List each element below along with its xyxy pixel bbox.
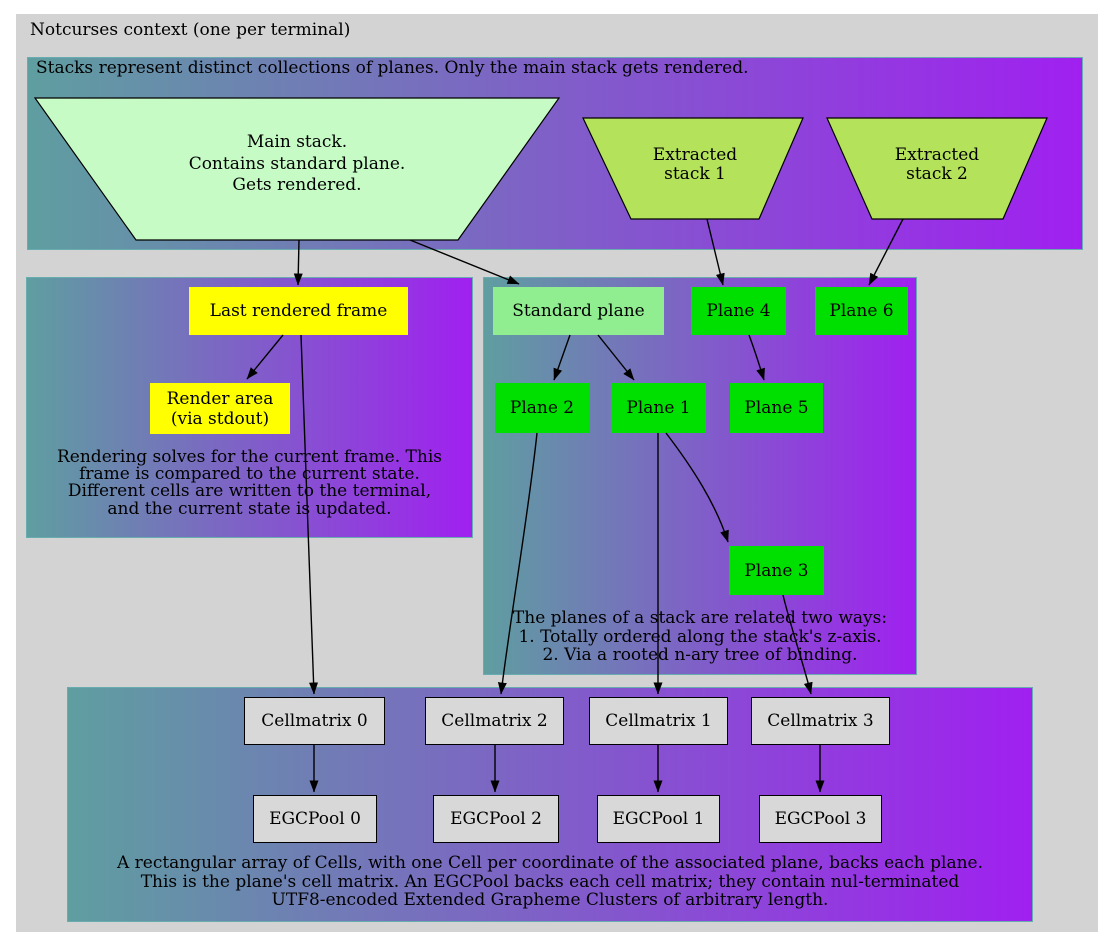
egcpool-1-label: EGCPool 1 xyxy=(612,809,705,829)
main-stack-label-line: Contains standard plane. xyxy=(188,153,406,174)
render-caption: Rendering solves for the current frame. … xyxy=(26,447,473,519)
planes-caption: The planes of a stack are related two wa… xyxy=(483,609,917,665)
render-caption-line: Rendering solves for the current frame. … xyxy=(57,447,442,467)
cells-caption-line: A rectangular array of Cells, with one C… xyxy=(116,853,984,873)
plane-2-label: Plane 2 xyxy=(509,398,575,418)
extracted-stack-2-line: Extracted xyxy=(894,145,980,165)
render-caption-line: Different cells are written to the termi… xyxy=(67,481,432,502)
planes-caption-line: The planes of a stack are related two wa… xyxy=(512,608,888,628)
plane-5-label: Plane 5 xyxy=(744,398,809,418)
egcpool-0-node: EGCPool 0 xyxy=(253,795,377,843)
egcpool-1-node: EGCPool 1 xyxy=(597,795,720,843)
last-rendered-frame-node: Last rendered frame xyxy=(189,287,408,335)
egcpool-2-label: EGCPool 2 xyxy=(450,809,542,829)
egcpool-3-node: EGCPool 3 xyxy=(759,795,882,843)
plane-5-node: Plane 5 xyxy=(730,383,823,433)
render-area-node: Render area (via stdout) xyxy=(150,383,290,434)
render-caption-line: and the current state is updated. xyxy=(107,498,392,519)
extracted-stack-2-line: stack 2 xyxy=(906,163,968,184)
egcpool-2-node: EGCPool 2 xyxy=(433,795,559,843)
planes-caption-line: 2. Via a rooted n-ary tree of binding. xyxy=(542,645,858,665)
extracted-stack-1-label: Extracted stack 1 xyxy=(625,146,765,183)
cells-caption-line: UTF8-encoded Extended Grapheme Clusters … xyxy=(271,890,829,910)
cellmatrix-3-node: Cellmatrix 3 xyxy=(751,697,890,745)
plane-6-label: Plane 6 xyxy=(829,301,894,321)
plane-1-node: Plane 1 xyxy=(611,383,706,433)
cellmatrix-2-label: Cellmatrix 2 xyxy=(441,711,548,731)
plane-4-label: Plane 4 xyxy=(706,301,771,321)
render-area-label-line: (via stdout) xyxy=(170,408,270,429)
plane-1-label: Plane 1 xyxy=(626,398,691,418)
extracted-stack-1-line: Extracted xyxy=(652,145,738,165)
plane-6-node: Plane 6 xyxy=(815,287,908,335)
plane-4-node: Plane 4 xyxy=(691,287,786,335)
main-stack-label-line: Main stack. xyxy=(246,132,348,152)
extracted-stack-2-label: Extracted stack 2 xyxy=(867,146,1007,183)
cells-caption: A rectangular array of Cells, with one C… xyxy=(67,854,1033,910)
render-caption-line: frame is compared to the current state. xyxy=(79,464,420,485)
planes-caption-line: 1. Totally ordered along the stack's z-a… xyxy=(518,626,882,647)
cellmatrix-2-node: Cellmatrix 2 xyxy=(425,697,564,745)
cells-caption-line: This is the plane's cell matrix. An EGCP… xyxy=(140,871,960,892)
plane-2-node: Plane 2 xyxy=(495,383,589,433)
render-area-label-line: Render area xyxy=(166,388,274,409)
plane-3-label: Plane 3 xyxy=(744,560,809,581)
last-rendered-frame-label: Last rendered frame xyxy=(209,301,388,321)
cellmatrix-3-label: Cellmatrix 3 xyxy=(767,711,874,731)
egcpool-3-label: EGCPool 3 xyxy=(774,809,867,829)
cellmatrix-1-node: Cellmatrix 1 xyxy=(589,697,728,745)
cellmatrix-0-node: Cellmatrix 0 xyxy=(244,697,385,745)
cellmatrix-1-label: Cellmatrix 1 xyxy=(605,711,712,731)
egcpool-0-label: EGCPool 0 xyxy=(269,809,361,829)
context-title: Notcurses context (one per terminal) xyxy=(30,20,351,40)
main-stack-label: Main stack. Contains standard plane. Get… xyxy=(147,132,447,197)
main-stack-label-line: Gets rendered. xyxy=(232,175,362,195)
standard-plane-node: Standard plane xyxy=(493,287,664,335)
stacks-caption: Stacks represent distinct collections of… xyxy=(36,58,749,78)
standard-plane-label: Standard plane xyxy=(512,301,645,321)
extracted-stack-1-line: stack 1 xyxy=(664,163,726,184)
plane-3-node: Plane 3 xyxy=(729,546,824,595)
cellmatrix-0-label: Cellmatrix 0 xyxy=(261,711,368,731)
